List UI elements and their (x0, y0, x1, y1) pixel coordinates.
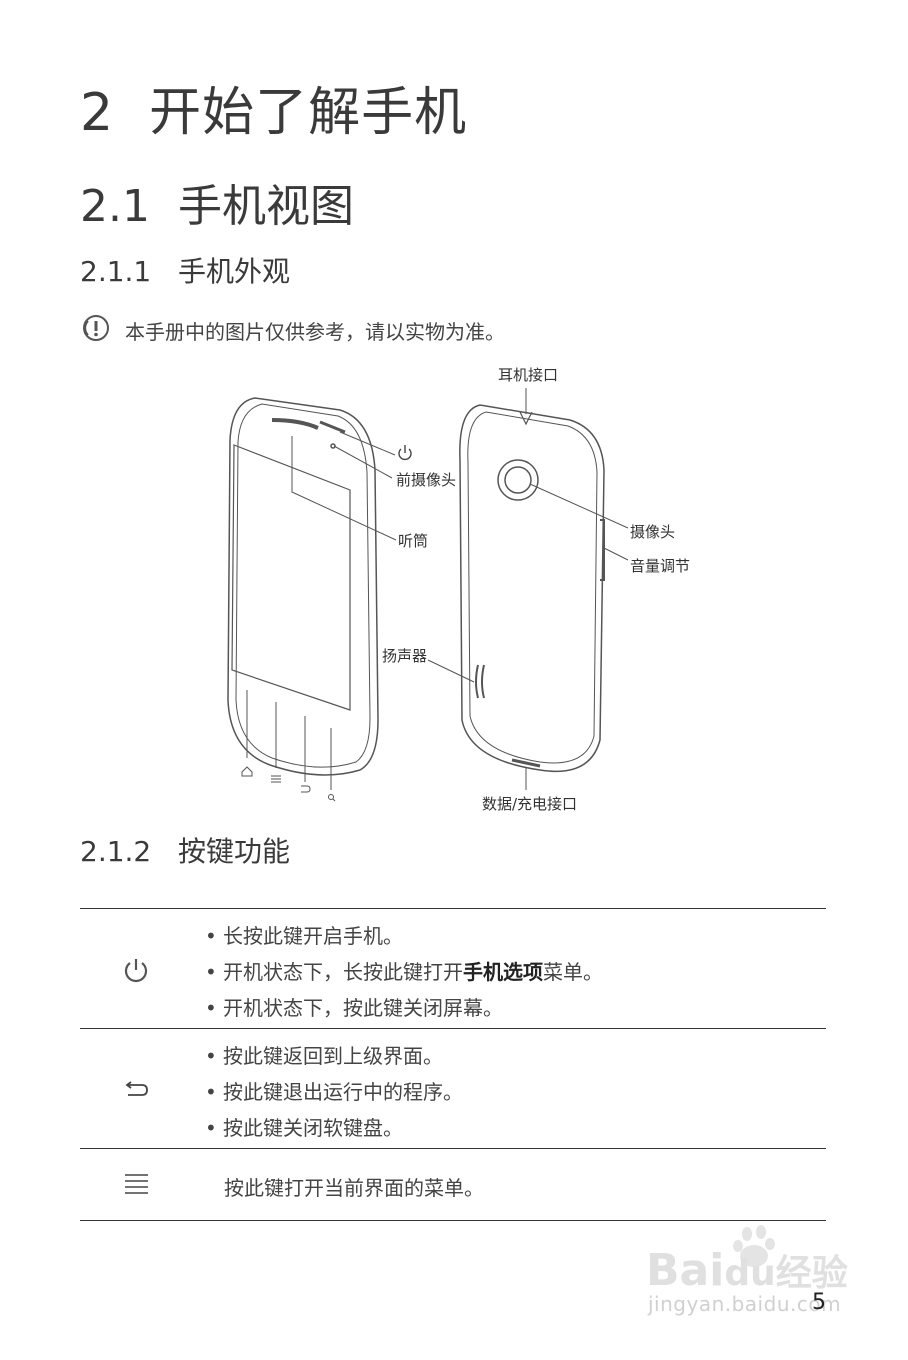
back-key-icon (301, 785, 311, 793)
section-number: 2.1 (80, 181, 150, 232)
phone-options-keyword: 手机选项 (463, 960, 543, 984)
subsection-title-text: 手机外观 (177, 255, 290, 288)
back-desc-1: •按此键返回到上级界面。 (205, 1044, 443, 1068)
menu-desc: 按此键打开当前界面的菜单。 (224, 1176, 484, 1200)
label-data-port: 数据/充电接口 (482, 795, 578, 813)
subsection-title-text: 按键功能 (177, 835, 290, 868)
menu-key-icon (271, 775, 281, 783)
watermark-brand: Baidu经验 (646, 1245, 848, 1296)
table-rule-top (80, 908, 826, 909)
label-earpiece: 听筒 (398, 532, 429, 550)
front-screen (231, 444, 351, 711)
subsection-number: 2.1.2 (80, 835, 152, 868)
table-rule (80, 1148, 826, 1149)
volume-key-shape (600, 519, 605, 581)
power-icon (124, 959, 148, 983)
watermark-url: jingyan.baidu.com (648, 1292, 842, 1316)
table-rule (80, 1028, 826, 1029)
rear-camera-outer (497, 459, 539, 501)
front-phone-inner (235, 403, 371, 768)
back-desc-2: •按此键退出运行中的程序。 (205, 1080, 463, 1104)
search-key-icon (328, 794, 336, 802)
rear-camera-inner (504, 466, 532, 494)
label-volume: 音量调节 (630, 557, 691, 575)
label-speaker: 扬声器 (382, 647, 428, 665)
back-icon (125, 1081, 148, 1096)
subsection-title-appearance: 2.1.1 手机外观 (80, 250, 290, 290)
home-icon (241, 766, 253, 777)
table-rule-bottom (80, 1220, 826, 1221)
power-desc-3: •开机状态下，按此键关闭屏幕。 (205, 996, 503, 1020)
power-desc-2: •开机状态下，长按此键打开手机选项菜单。 (205, 960, 603, 984)
label-camera: 摄像头 (630, 523, 676, 541)
label-front-camera: 前摄像头 (396, 471, 457, 489)
power-button-shape (319, 420, 346, 434)
section-title: 2.1 手机视图 (80, 170, 354, 234)
power-desc-1: •长按此键开启手机。 (205, 924, 403, 948)
front-key-glyphs (241, 766, 336, 802)
chapter-number: 2 (80, 83, 115, 143)
label-earphone-jack: 耳机接口 (498, 366, 559, 384)
earphone-jack-shape (519, 411, 533, 426)
back-phone-body (459, 404, 605, 773)
page-number: 5 (812, 1290, 826, 1315)
section-title-text: 手机视图 (177, 181, 354, 232)
caution-icon (83, 315, 109, 341)
subsection-number: 2.1.1 (80, 255, 152, 288)
power-label-icon (398, 445, 412, 461)
chapter-title: 2 开始了解手机 (80, 70, 467, 145)
baidu-watermark-logo (733, 1225, 775, 1267)
front-phone-body (227, 397, 379, 776)
back-desc-3: •按此键关闭软键盘。 (205, 1116, 403, 1140)
earpiece-slot (271, 418, 319, 430)
chapter-title-text: 开始了解手机 (149, 83, 468, 143)
subsection-title-keys: 2.1.2 按键功能 (80, 830, 290, 870)
back-phone-inner (467, 411, 598, 764)
note-text: 本手册中的图片仅供参考，请以实物为准。 (125, 320, 505, 344)
menu-icon (125, 1174, 148, 1194)
data-port-shape (511, 758, 541, 768)
